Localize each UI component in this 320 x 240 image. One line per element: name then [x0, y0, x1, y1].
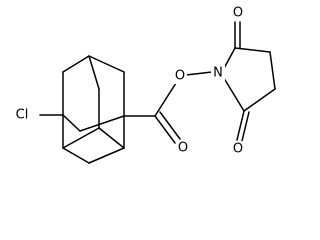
atom-o-ester: O — [173, 68, 187, 84]
bond-carbonyl-o-single — [154, 82, 177, 117]
atom-label-o-bottom: O — [233, 142, 243, 157]
bond — [62, 114, 81, 132]
bond-c-o-bottom — [236, 110, 245, 141]
atom-label-n: N — [213, 66, 223, 81]
bond-o-n — [185, 71, 213, 76]
atom-label-o-ester: O — [175, 69, 185, 84]
bond — [62, 147, 90, 164]
bond — [98, 127, 125, 149]
atom-label-cl: Cl — [16, 108, 29, 123]
bond — [269, 51, 276, 90]
chemical-structure: Cl O O N O O — [10, 5, 276, 164]
bond — [62, 127, 100, 149]
bond — [243, 88, 276, 112]
bond — [62, 55, 90, 73]
bond — [234, 47, 271, 53]
bond-c-o-bottom — [241, 111, 250, 142]
bond — [88, 147, 125, 164]
atom-cl: Cl — [10, 107, 38, 123]
atom-o-bottom: O — [231, 141, 245, 157]
bond — [88, 55, 100, 90]
atom-label-o-carbonyl: O — [178, 141, 188, 156]
adamantane-cage — [62, 55, 125, 164]
atom-label-o-top: O — [233, 6, 243, 21]
bond — [221, 74, 245, 112]
atom-o-carbonyl: O — [176, 140, 190, 156]
atom-o-top: O — [231, 5, 245, 21]
atom-n: N — [211, 65, 225, 81]
bond-carbonyl-o-double — [159, 111, 181, 140]
bond — [88, 55, 125, 73]
bond-carbonyl-o-double — [154, 115, 176, 144]
succinimide-ring — [221, 47, 276, 112]
bond — [79, 115, 125, 132]
